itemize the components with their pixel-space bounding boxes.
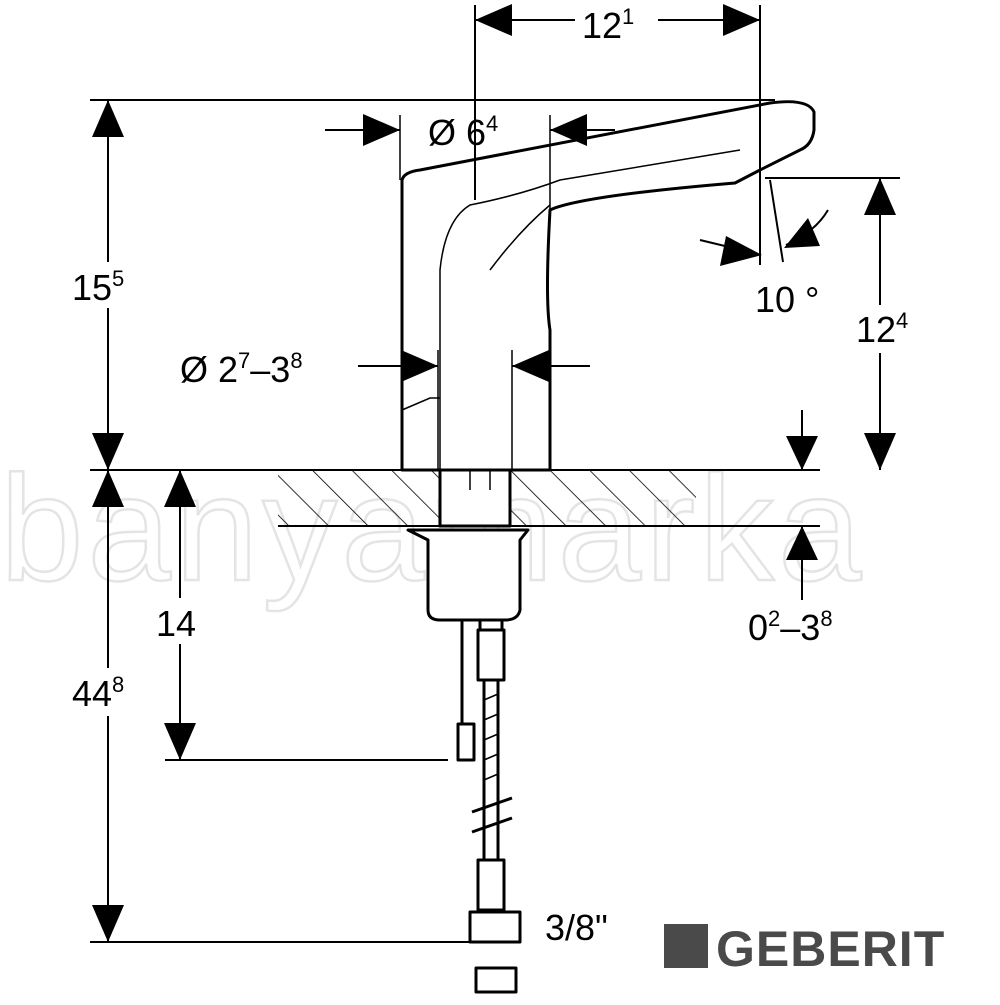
- filter: [474, 966, 518, 994]
- dimension-arrow: [864, 433, 896, 470]
- body-diameter-label: Ø 64: [428, 111, 498, 153]
- dimension-arrow: [92, 100, 124, 137]
- angle-arrow: [720, 236, 762, 266]
- dimension-arrow: [723, 4, 760, 36]
- dimension-arrow: [363, 114, 400, 146]
- hose-length-label: 448: [72, 672, 124, 714]
- angle-arrow: [784, 218, 820, 248]
- hose-fitting: [476, 628, 506, 682]
- connection-nut: [468, 910, 522, 944]
- angle-line: [769, 179, 784, 263]
- dimension-arrow: [786, 526, 818, 560]
- hose-break: [471, 796, 513, 814]
- dimension-arrow: [92, 470, 124, 507]
- dimension-arrow: [550, 114, 587, 146]
- faucet-sensor-line: [401, 397, 440, 411]
- faucet-body-contour: [439, 149, 741, 470]
- dimension-arrow: [164, 470, 196, 507]
- brand-logo-text: GEBERIT: [716, 921, 945, 977]
- faucet-highlight: [489, 204, 551, 271]
- total-height-label: 155: [72, 266, 124, 308]
- label-background: [852, 305, 930, 353]
- label-background: [150, 598, 210, 644]
- label-background: [60, 262, 140, 308]
- hose-break: [471, 816, 513, 834]
- dimension-arrow: [92, 905, 124, 942]
- outlet-height-label: 124: [856, 308, 908, 350]
- spout-reach-label: 121: [582, 4, 634, 46]
- rod-end: [456, 722, 476, 762]
- faucet-body: [400, 100, 816, 472]
- counter-thickness-label: 02–38: [748, 606, 833, 648]
- angle-label: 10 °: [755, 279, 819, 320]
- fixing-length-label: 14: [156, 603, 196, 644]
- fixing-shaft: [438, 468, 512, 528]
- dimension-arrow: [164, 723, 196, 760]
- connection-size-label: 3/8": [545, 907, 608, 948]
- label-background: [68, 668, 148, 716]
- dimension-arrow: [864, 178, 896, 215]
- dimension-arrow: [401, 350, 438, 382]
- hose-fitting: [476, 858, 506, 912]
- dimension-arrow: [475, 4, 512, 36]
- dimension-arrow: [92, 433, 124, 470]
- hose-braid: [483, 693, 499, 781]
- hole-diameter-label: Ø 27–38: [180, 348, 303, 390]
- dimension-arrow: [512, 350, 549, 382]
- fixing-nut: [406, 528, 530, 622]
- dimension-arrow: [786, 436, 818, 470]
- brand-logo-square: [664, 924, 708, 968]
